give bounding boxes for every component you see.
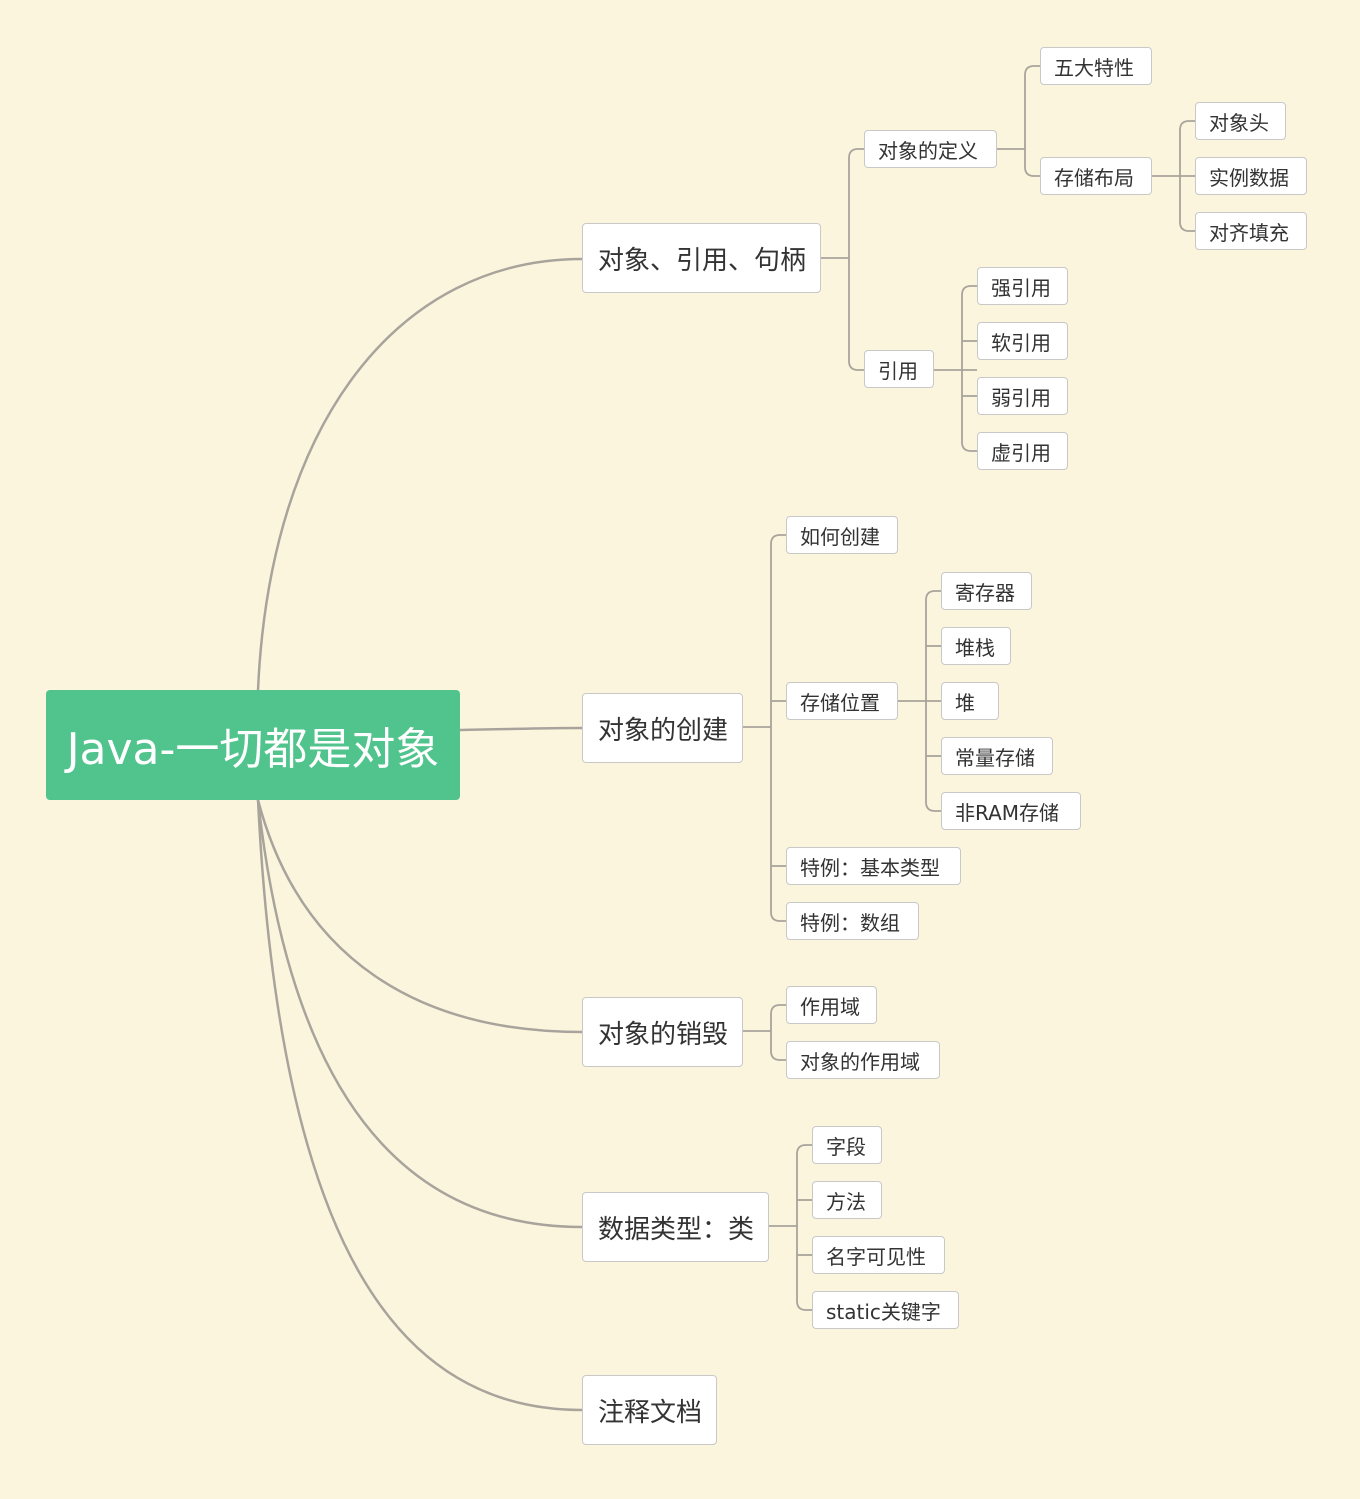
connector [961,285,977,452]
topic-methods[interactable]: 方法 [812,1181,882,1219]
connector [256,799,583,1034]
topic-register[interactable]: 寄存器 [941,572,1032,610]
topic-instance-data[interactable]: 实例数据 [1195,157,1307,195]
topic-constant-storage[interactable]: 常量存储 [941,737,1053,775]
topic-storage-layout[interactable]: 存储布局 [1040,157,1152,195]
topic-storage-location[interactable]: 存储位置 [786,682,898,720]
topic-five-characteristics[interactable]: 五大特性 [1040,47,1152,85]
connector [256,799,583,1412]
connector [848,148,864,371]
topic-reference[interactable]: 引用 [864,350,934,388]
connector [770,1004,786,1061]
topic-comment-docs[interactable]: 注释文档 [582,1375,717,1445]
topic-static-keyword[interactable]: static关键字 [812,1291,959,1329]
topic-data-type-class[interactable]: 数据类型：类 [582,1192,769,1262]
topic-fields[interactable]: 字段 [812,1126,882,1164]
connector [1024,65,1040,177]
connector [796,1144,812,1311]
connector [256,257,583,691]
connector [459,726,583,732]
topic-phantom-reference[interactable]: 虚引用 [977,432,1068,470]
topic-weak-reference[interactable]: 弱引用 [977,377,1068,415]
topic-object-header[interactable]: 对象头 [1195,102,1286,140]
connector [925,590,941,812]
topic-scope[interactable]: 作用域 [786,986,877,1024]
root-topic[interactable]: Java-一切都是对象 [46,690,460,800]
topic-alignment-padding[interactable]: 对齐填充 [1195,212,1307,250]
connector [770,534,786,922]
topic-how-to-create[interactable]: 如何创建 [786,516,898,554]
topic-non-ram-storage[interactable]: 非RAM存储 [941,792,1081,830]
connector [1179,120,1195,232]
connector [256,799,583,1229]
topic-strong-reference[interactable]: 强引用 [977,267,1068,305]
topic-object-definition[interactable]: 对象的定义 [864,130,997,168]
topic-soft-reference[interactable]: 软引用 [977,322,1068,360]
topic-name-visibility[interactable]: 名字可见性 [812,1236,945,1274]
topic-object-destruction[interactable]: 对象的销毁 [582,997,743,1067]
topic-object-reference-handle[interactable]: 对象、引用、句柄 [582,223,821,293]
topic-special-primitive-types[interactable]: 特例：基本类型 [786,847,961,885]
topic-object-scope[interactable]: 对象的作用域 [786,1041,940,1079]
topic-heap[interactable]: 堆 [941,682,999,720]
topic-object-creation[interactable]: 对象的创建 [582,693,743,763]
topic-special-arrays[interactable]: 特例：数组 [786,902,919,940]
topic-stack[interactable]: 堆栈 [941,627,1011,665]
